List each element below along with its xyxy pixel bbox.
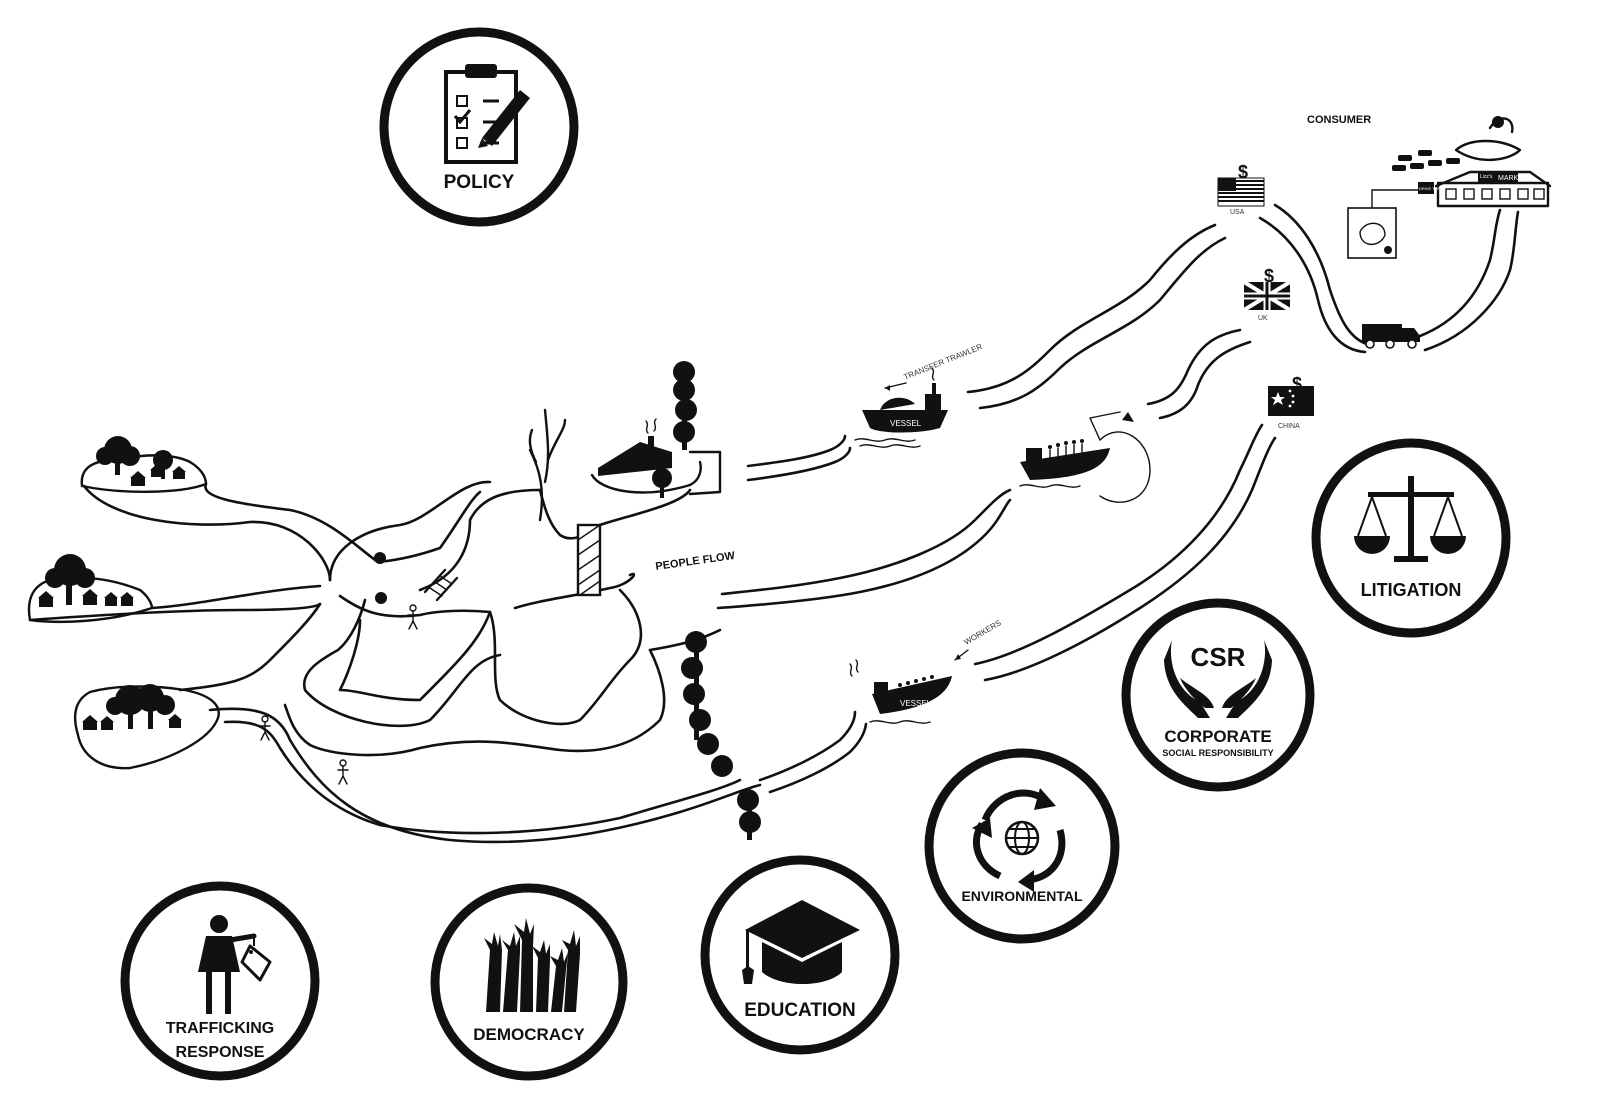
trafficking-label-line2: RESPONSE [176, 1044, 265, 1061]
education-badge: EDUCATION [700, 855, 900, 1055]
environmental-badge: ENVIRONMENTAL [924, 748, 1120, 944]
clipboard-pen-icon [444, 64, 530, 164]
drive-thru-label: DRIVE THRU [1419, 186, 1443, 191]
tree-column-lower [681, 631, 761, 840]
fishing-vessel-with-net [1019, 411, 1151, 503]
trafficking-label-line1: TRAFFICKING [166, 1020, 274, 1037]
market-script: Lizz's [1480, 174, 1493, 180]
china-country-label: CHINA [1278, 423, 1300, 430]
usa-dollar-sign: $ [1238, 162, 1248, 182]
csr-sublabel: SOCIAL RESPONSIBILITY [1162, 748, 1273, 758]
policy-badge: POLICY [379, 27, 579, 227]
hatched-bridge [576, 523, 602, 597]
trafficking-response-badge: TRAFFICKING RESPONSE [120, 881, 320, 1081]
china-dollar-sign: $ [1292, 374, 1302, 394]
village-top [80, 436, 208, 493]
dead-tree [528, 408, 567, 522]
village-bottom [74, 684, 220, 770]
tree-column-upper [673, 361, 697, 450]
csr-label: CORPORATE [1164, 727, 1271, 746]
vessel-transfer-trawler: VESSEL TRANSFER TRAWLER [854, 342, 984, 448]
usa-flag: $ USA [1217, 162, 1265, 216]
democracy-badge: DEMOCRACY [430, 883, 628, 1081]
recycle-globe-icon [972, 788, 1066, 892]
caring-hands-icon [1164, 640, 1272, 718]
scales-icon [1354, 476, 1466, 562]
litigation-label: LITIGATION [1361, 580, 1462, 600]
policy-label: POLICY [444, 172, 515, 193]
footbridge [423, 568, 459, 602]
market-sign: MARKET [1498, 175, 1528, 182]
csr-acronym: CSR [1191, 642, 1246, 672]
cars [1392, 150, 1460, 171]
delivery-truck [1362, 324, 1420, 349]
drive-thru-booth: DRIVE THRU [1347, 182, 1443, 259]
people-flow-label: PEOPLE FLOW [655, 550, 737, 573]
csr-badge: CSR CORPORATE SOCIAL RESPONSIBILITY [1121, 598, 1315, 792]
raised-hands-icon [484, 918, 580, 1012]
vessel-workers: VESSEL WORKERS [849, 618, 1003, 724]
uk-country-label: UK [1258, 315, 1268, 322]
transfer-trawler-label: TRANSFER TRAWLER [902, 342, 983, 382]
vessel-1-label: VESSEL [890, 419, 922, 428]
factory [590, 418, 722, 498]
vessel-2-label: VESSEL [900, 699, 932, 708]
uk-flag: $ UK [1242, 266, 1292, 322]
education-label: EDUCATION [744, 1000, 856, 1021]
uk-dollar-sign: $ [1264, 266, 1274, 286]
person-price-tag-icon [198, 915, 272, 1014]
litigation-badge: LITIGATION [1311, 438, 1511, 638]
environmental-label: ENVIRONMENTAL [961, 888, 1083, 904]
democracy-label: DEMOCRACY [473, 1025, 585, 1044]
market-building: MARKET Lizz's [1434, 116, 1552, 208]
workers-label: WORKERS [963, 618, 1003, 646]
china-flag: $ CHINA [1268, 374, 1314, 430]
walking-figures [259, 552, 419, 785]
consumer-label: CONSUMER [1307, 114, 1371, 126]
usa-country-label: USA [1230, 209, 1245, 216]
graduation-cap-icon [742, 900, 860, 984]
village-middle [27, 554, 154, 623]
